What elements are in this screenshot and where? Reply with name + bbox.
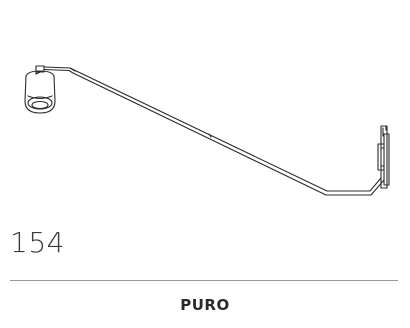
product-name: PURO — [180, 296, 230, 314]
lamp-head — [24, 65, 56, 114]
wall-bracket — [377, 125, 390, 189]
lamp-arm — [43, 66, 385, 196]
model-number: 154 — [10, 226, 65, 259]
divider-line — [10, 280, 398, 281]
